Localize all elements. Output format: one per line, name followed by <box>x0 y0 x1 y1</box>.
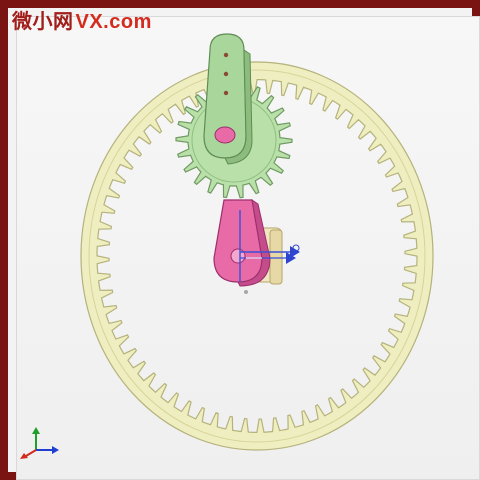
crank-hole-3 <box>223 90 229 96</box>
crank-pin[interactable] <box>214 126 236 144</box>
ring-gear-shade <box>88 69 426 443</box>
crank-hole-2 <box>223 71 229 77</box>
carrier-pivot-hole[interactable] <box>230 248 246 264</box>
carrier-arm-side <box>237 198 271 287</box>
crank-hole-1 <box>223 52 229 58</box>
ring-gear-body[interactable] <box>80 61 434 451</box>
bracket-side <box>269 229 283 285</box>
ring-gear[interactable] <box>80 61 434 451</box>
pivot-axis-icon <box>239 210 300 294</box>
watermark-cn: 微小网 <box>12 11 74 33</box>
watermark-en: VX.com <box>75 11 152 33</box>
carrier-arm[interactable] <box>213 198 271 287</box>
crank-link[interactable] <box>203 33 253 165</box>
view-triad-icon[interactable] <box>20 427 59 459</box>
crank-link-side <box>224 49 253 165</box>
